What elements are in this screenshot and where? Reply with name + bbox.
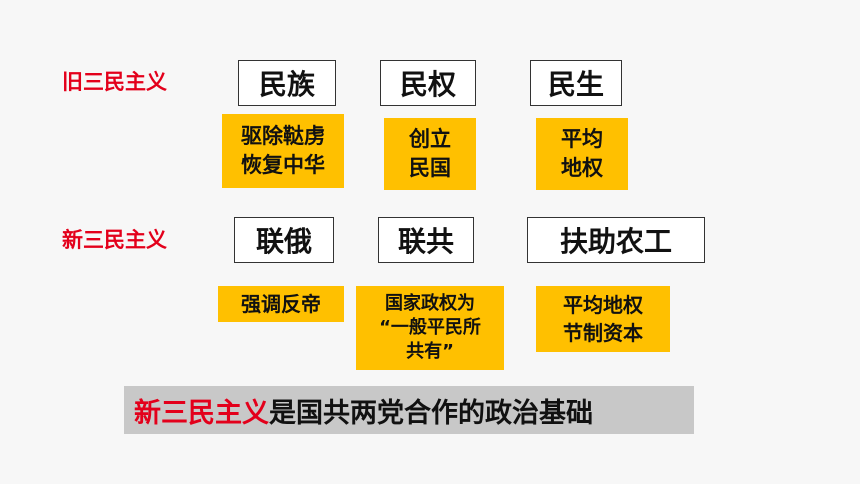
policy-assist-workers-peasants: 扶助农工 [527, 217, 705, 263]
new-note-anti-imperialism: 强调反帝 [218, 286, 344, 322]
old-note-democracy: 创立 民国 [384, 118, 476, 190]
note-line: 节制资本 [563, 321, 643, 345]
conclusion-highlight: 新三民主义 [134, 397, 269, 429]
note-line: 创立 [409, 126, 451, 151]
old-three-principles-label: 旧三民主义 [62, 70, 167, 94]
note-line: 平均地权 [563, 293, 643, 317]
new-note-state-power: 国家政权为 “一般平民所 共有” [356, 286, 504, 370]
note-line: 强调反帝 [241, 292, 321, 316]
principle-livelihood: 民生 [530, 60, 622, 106]
note-line: 恢复中华 [241, 153, 325, 177]
policy-ally-soviet: 联俄 [234, 217, 334, 263]
old-note-nationalism: 驱除鞑虏 恢复中华 [222, 114, 344, 188]
note-line: 共有” [406, 341, 454, 363]
note-line: “一般平民所 [379, 316, 481, 338]
note-line: 地权 [561, 156, 603, 180]
note-line: 平均 [561, 126, 603, 151]
principle-nationalism: 民族 [238, 60, 336, 106]
new-three-principles-label: 新三民主义 [62, 228, 167, 252]
new-note-land-capital: 平均地权 节制资本 [536, 286, 670, 352]
note-line: 驱除鞑虏 [241, 123, 325, 148]
old-note-livelihood: 平均 地权 [536, 118, 628, 190]
conclusion-banner: 新三民主义是国共两党合作的政治基础 [124, 386, 694, 434]
note-line: 民国 [409, 156, 451, 180]
note-line: 国家政权为 [385, 292, 475, 314]
policy-ally-communist: 联共 [378, 217, 474, 263]
principle-democracy: 民权 [380, 60, 476, 106]
conclusion-text: 是国共两党合作的政治基础 [269, 397, 593, 429]
